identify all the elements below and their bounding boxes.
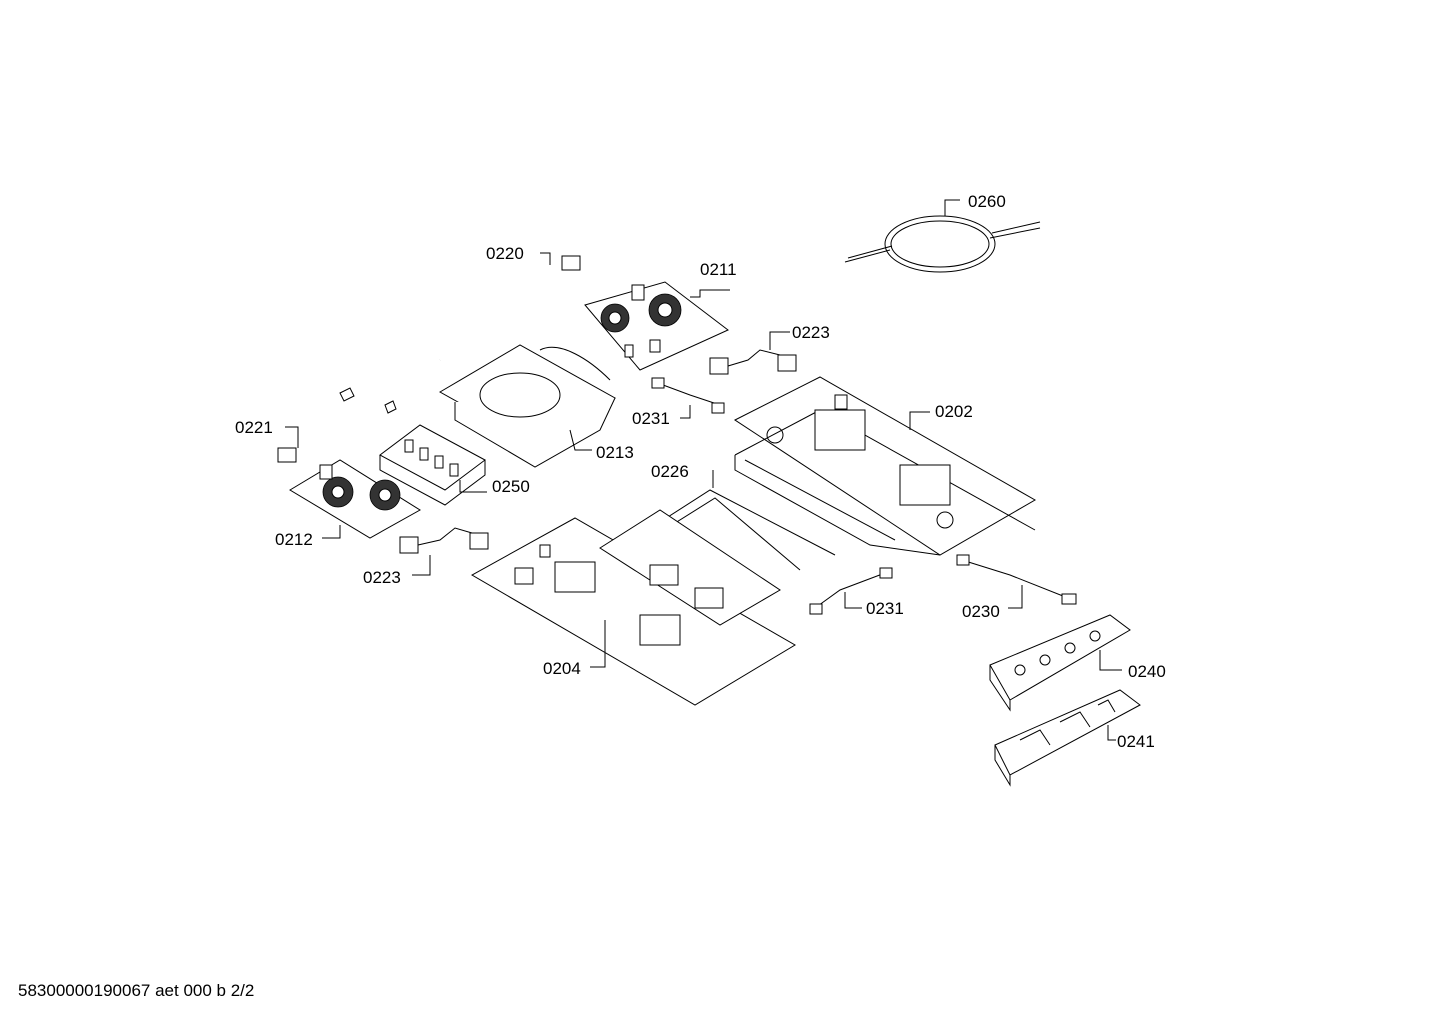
label-0250: 0250: [492, 477, 530, 496]
ribbon-cable-0231-bottom: [809, 567, 893, 615]
coil-unit-0213: [438, 344, 617, 468]
label-0212: 0212: [275, 530, 313, 549]
ribbon-cable-0231-top: [651, 377, 725, 419]
label-0213: 0213: [596, 443, 634, 462]
label-0241: 0241: [1117, 732, 1155, 751]
footer-document-number: 58300000190067 aet 000 b 2/2: [18, 981, 255, 1000]
filter-board-0212: [289, 459, 421, 539]
holder-0241: [994, 689, 1141, 787]
label-0240: 0240: [1128, 662, 1166, 681]
control-module-0240: [989, 614, 1131, 712]
connector-cable-0223-bottom: [399, 527, 489, 576]
label-0226: 0226: [651, 462, 689, 481]
label-0220: 0220: [486, 244, 524, 263]
label-0223-bottom: 0223: [363, 568, 401, 587]
connector-cable-0223-top: [709, 331, 797, 375]
power-cable-0260: [844, 199, 1041, 273]
label-0260: 0260: [968, 192, 1006, 211]
terminal-block-0250: [379, 424, 487, 506]
cable-0220: [339, 252, 581, 402]
power-board-0202: [734, 376, 1037, 556]
label-0231-top: 0231: [632, 409, 670, 428]
label-0221: 0221: [235, 418, 273, 437]
label-0231-bottom: 0231: [866, 599, 904, 618]
label-0204: 0204: [543, 659, 581, 678]
power-board-0204: [470, 509, 796, 706]
label-0202: 0202: [935, 402, 973, 421]
cable-0221: [277, 359, 441, 463]
ribbon-cable-0230: [956, 554, 1077, 609]
label-0223-top: 0223: [792, 323, 830, 342]
label-0230: 0230: [962, 602, 1000, 621]
label-0211: 0211: [700, 260, 737, 279]
filter-board-0211: [584, 281, 730, 371]
